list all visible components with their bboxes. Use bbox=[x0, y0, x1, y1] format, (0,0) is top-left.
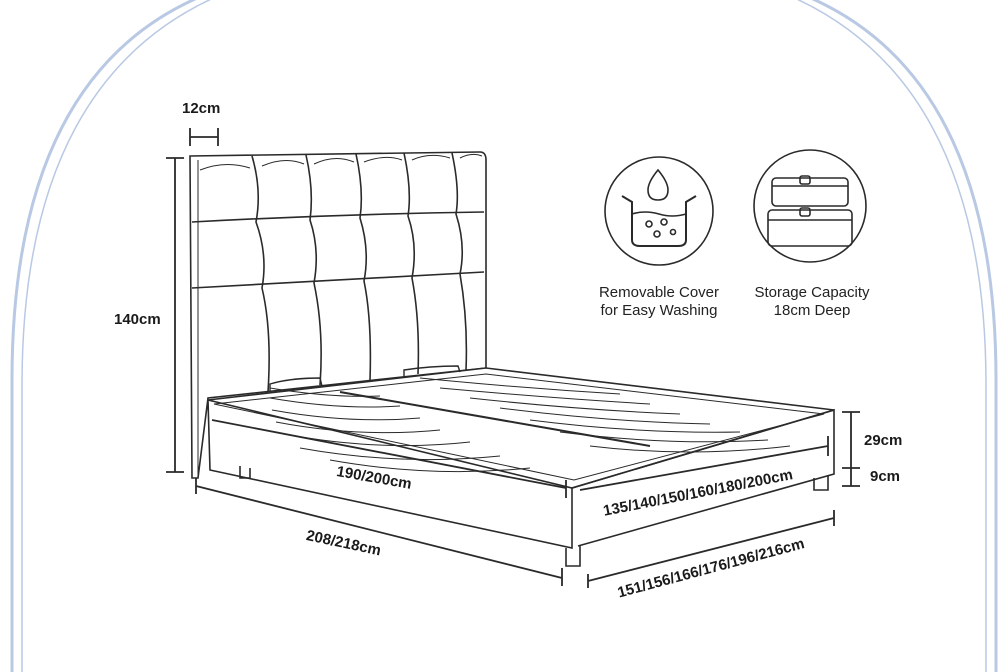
storage-capacity-caption: Storage Capacity 18cm Deep bbox=[740, 284, 884, 320]
bed-frame bbox=[207, 365, 835, 567]
storage-capacity-line2: 18cm Deep bbox=[773, 302, 851, 319]
headboard-thickness-label: 12cm bbox=[182, 100, 221, 117]
frame-height-label: 29cm bbox=[864, 432, 903, 449]
dimension-lines bbox=[166, 128, 860, 588]
removable-cover-line2: for Easy Washing bbox=[600, 302, 718, 319]
headboard bbox=[189, 151, 487, 479]
background-arch bbox=[10, 0, 998, 672]
storage-capacity-line1: Storage Capacity bbox=[754, 284, 870, 301]
storage-containers-icon bbox=[753, 149, 867, 263]
removable-cover-caption: Removable Cover for Easy Washing bbox=[584, 284, 734, 320]
headboard-height-label: 140cm bbox=[114, 311, 161, 328]
washing-basin-icon bbox=[604, 156, 714, 266]
removable-cover-line1: Removable Cover bbox=[598, 284, 720, 301]
leg-height-label: 9cm bbox=[870, 468, 901, 485]
